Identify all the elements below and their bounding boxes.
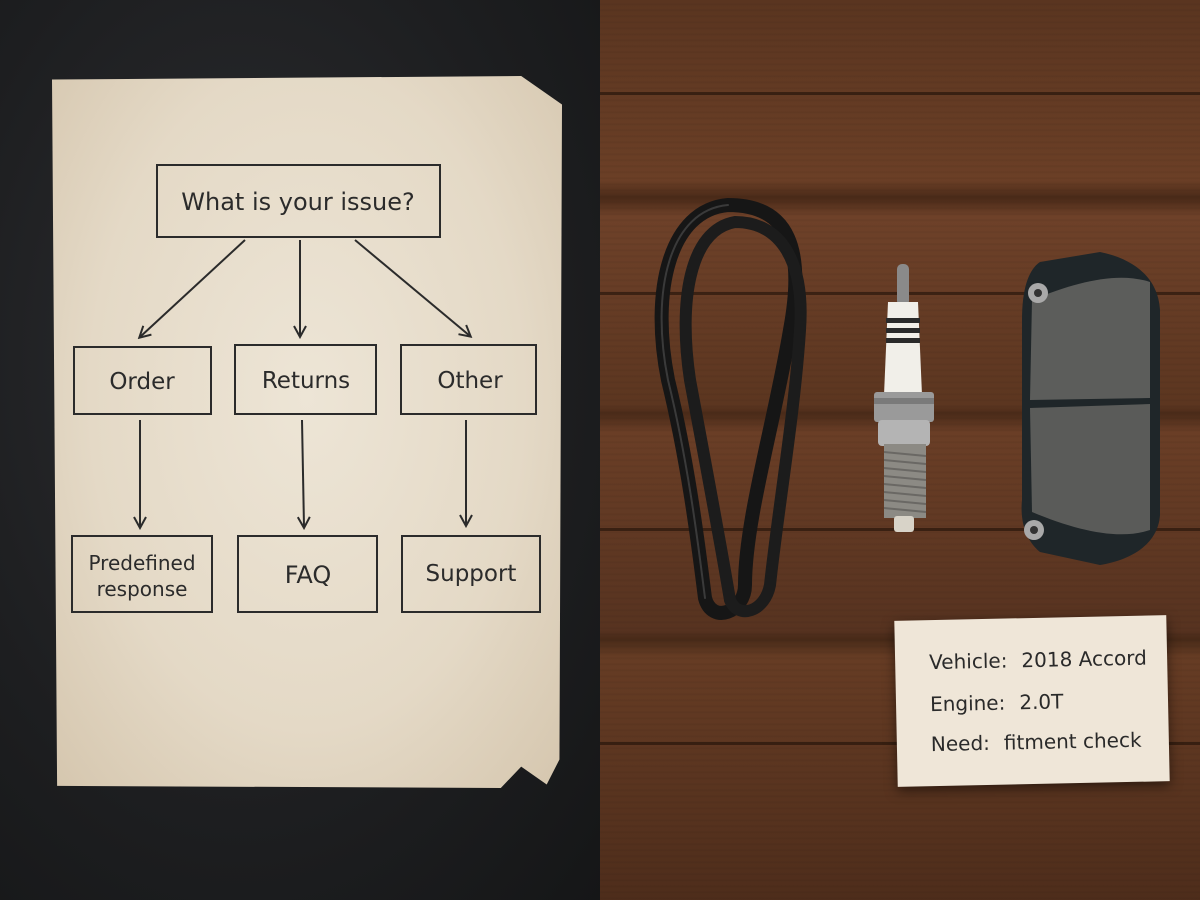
note-line-need: Need: fitment check bbox=[931, 728, 1142, 756]
spark-plug-icon bbox=[874, 264, 934, 532]
result-box-predefined bbox=[71, 535, 213, 613]
note-line-engine: Engine: 2.0T bbox=[930, 689, 1064, 716]
note-label: Vehicle: bbox=[928, 648, 1008, 675]
note-value: 2018 Accord bbox=[1021, 645, 1148, 673]
wood-plank-seam bbox=[600, 92, 1200, 95]
result-box-faq bbox=[237, 535, 378, 613]
note-value: fitment check bbox=[1003, 727, 1142, 755]
arrow bbox=[302, 419, 304, 527]
flowchart: What is your issue? Order Returns Other … bbox=[71, 164, 541, 613]
branch-label-other: Other bbox=[437, 368, 503, 394]
branch-label-returns: Returns bbox=[262, 368, 350, 394]
flowchart-paper bbox=[52, 76, 562, 788]
arrow bbox=[354, 239, 470, 336]
serpentine-belt-icon bbox=[654, 197, 807, 620]
result-label-support: Support bbox=[426, 561, 517, 587]
note-value: 2.0T bbox=[1019, 689, 1064, 715]
question-text: What is your issue? bbox=[181, 188, 414, 216]
vehicle-note-card: Vehicle: 2018 Accord Engine: 2.0T Need: fit… bbox=[894, 615, 1170, 787]
branch-box-returns bbox=[234, 344, 377, 415]
note-label: Engine: bbox=[929, 690, 1006, 717]
result-label-predefined-line2: response bbox=[97, 577, 188, 601]
branch-box-other bbox=[400, 344, 537, 415]
branch-box-order bbox=[73, 346, 212, 415]
question-box bbox=[156, 164, 441, 238]
result-box-support bbox=[401, 535, 541, 613]
result-label-faq: FAQ bbox=[285, 561, 332, 589]
note-line-vehicle: Vehicle: 2018 Accord bbox=[929, 646, 1147, 675]
arrow bbox=[140, 239, 246, 337]
note-label: Need: bbox=[930, 730, 991, 757]
result-label-predefined-line1: Predefined bbox=[88, 551, 195, 575]
branch-label-order: Order bbox=[109, 369, 175, 395]
brake-pad-icon bbox=[1021, 252, 1160, 565]
